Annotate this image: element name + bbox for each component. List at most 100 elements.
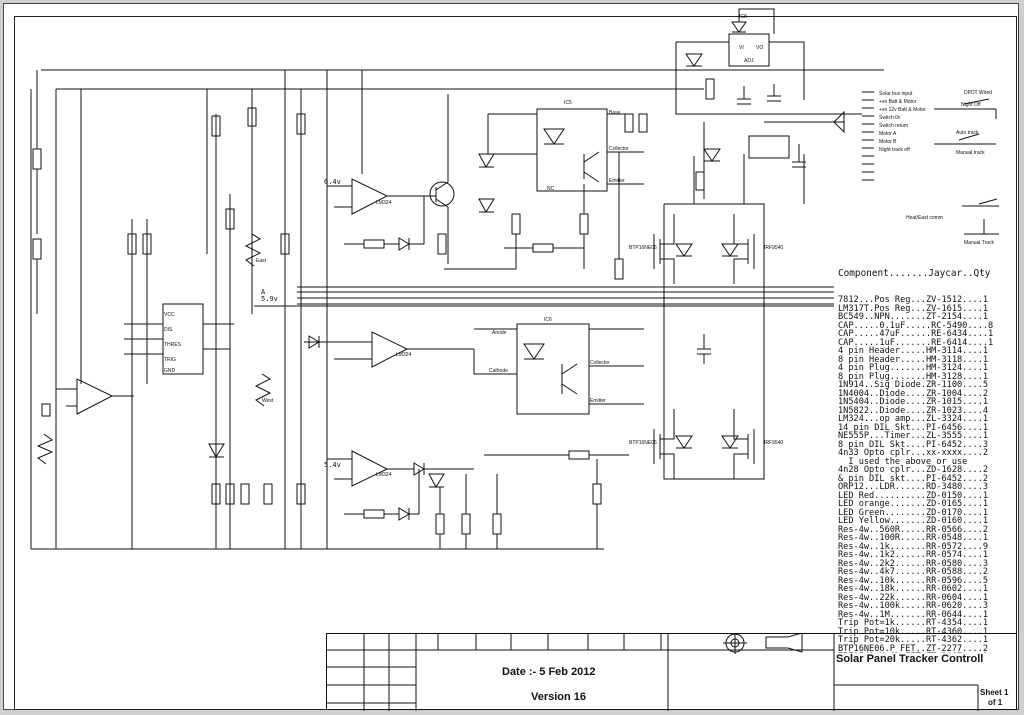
- conn-label-4: Switch return: [879, 123, 908, 129]
- sheet-total: of 1: [988, 698, 1003, 707]
- net-label-5v9: 5.9v: [261, 295, 278, 303]
- conn-label-7: Night track off: [879, 147, 910, 153]
- timer-pin-trig: TRIG: [164, 357, 176, 363]
- pin-label-cathode: Cathode: [489, 368, 508, 374]
- conn-label-6: Motor B: [879, 139, 897, 145]
- pin-label-anode: Anode: [492, 330, 507, 336]
- bom-row: Trip Pot=10k.....RT-4360....1: [838, 626, 989, 637]
- bom-row: Trip Pot=1k......RT-4354....1: [838, 618, 989, 628]
- bom-row: Res-4w..4k7......RR-0588....2: [838, 567, 989, 577]
- bom-row: Res-4w..2k2......RR-0580....3: [838, 558, 989, 569]
- ic-label-opto2: IC6: [544, 317, 552, 323]
- net-label-5v4: 5.4v: [324, 461, 341, 469]
- bom-row: 1N5404..Diode....ZR-1015....1: [838, 397, 989, 407]
- sw-label-manual-track: Manual Track: [964, 240, 995, 246]
- reg-pin-adj: ADJ: [744, 58, 754, 64]
- sw-label-night-off: Night Off: [961, 102, 981, 108]
- fet-label-3: IRF9540: [764, 245, 783, 251]
- ldr-label-west: West: [262, 398, 274, 404]
- bom-row: ORP12...LDR......RD-3480....3: [838, 482, 989, 492]
- bom-row: LM324...op amp...ZL-3324....1: [838, 414, 989, 424]
- bom-row: Trip Pot=20k.....RT-4362....1: [838, 635, 989, 645]
- conn-label-2: +ve 12v Batt & Motor: [879, 107, 926, 113]
- bom-row: Res-4w..100R.....RR-0548....1: [838, 533, 989, 543]
- bom-row: Res-4w..100k.....RR-0620....3: [838, 601, 989, 611]
- timer-pin-vcc: VCC: [164, 312, 175, 318]
- bom-row: NE555P...Timer...ZL-3555....1: [838, 431, 989, 441]
- drawing-title: Solar Panel Tracker Controll: [836, 653, 984, 665]
- drawing-sheet: 6.4v 5.9v 5.4v A IC5 IC6 IC8 LM324 LM324…: [3, 3, 1019, 711]
- net-label-6v4: 6.4v: [324, 178, 341, 186]
- bom-row: Res-4w..1M.......RR-0644....1: [838, 609, 989, 620]
- fet-label-4: IRF9540: [764, 440, 783, 446]
- bom-row: 4 pin Plug.......HM-3124....1: [838, 363, 989, 373]
- opamp-label-1: LM324: [376, 200, 392, 206]
- opamp-label-2: LM324: [396, 352, 412, 358]
- bom-row: CAP.....1uF.......RE-6414....1: [838, 337, 994, 348]
- sw-label-dpdt: DPDT Wired: [964, 90, 992, 96]
- sw-label-heat-east: Heat/East comm: [906, 215, 943, 221]
- bom-row: CAP.....0.1uF.....RC-5490....8: [838, 320, 994, 331]
- title-block-grid: [326, 633, 1017, 711]
- reg-pin-vo: VO: [756, 45, 763, 51]
- ic-label-opto1: IC5: [564, 100, 572, 106]
- bom-row: 4 pin Header.....HM-3114....1: [838, 346, 989, 356]
- bom-row: LED orange.......ZD-0165....1: [838, 499, 989, 509]
- fet-label-1: BTP16NE06: [629, 245, 657, 251]
- bom-row: Res-4w..1k.......RR-0572....9: [838, 541, 989, 552]
- bom-row: 4n28 Opto cplr...ZD-1628....2: [838, 465, 989, 475]
- bom-row: 8 pin Header.....HM-3118....1: [838, 354, 989, 365]
- bom-row: 8 pin Plug.......HM-3128....1: [838, 371, 989, 382]
- opamp-label-3: LM324: [376, 472, 392, 478]
- bom-row: Res-4w..22k......RR-0604....1: [838, 592, 989, 603]
- bom-row: I used the above or use: [838, 456, 968, 467]
- pin-label-emitter-2: Emitter: [590, 398, 606, 404]
- conn-label-3: Switch 0v: [879, 115, 901, 121]
- sw-label-auto: Auto track: [956, 130, 979, 136]
- bill-of-materials: Component.......Jaycar..Qty 7812...Pos R…: [838, 251, 1018, 653]
- conn-label-5: Motor A: [879, 131, 897, 137]
- conn-label-1: +ve Batt & Motor: [879, 99, 917, 105]
- net-label-a: A: [261, 288, 266, 296]
- bom-row: BTP16NE06.P FET..ZT-2277....2: [838, 643, 989, 653]
- bom-row: CAP.....47uF......RE-6434....1: [838, 329, 994, 339]
- bom-row: LM317T.Pos Reg...ZV-1615....1: [838, 303, 989, 314]
- title-date: Date :- 5 Feb 2012: [502, 666, 596, 678]
- pin-label-collector-1: Collector: [609, 146, 629, 152]
- pin-label-collector-2: Collector: [590, 360, 610, 366]
- pin-label-emitter-1: Emitter: [609, 178, 625, 184]
- bom-header: Component.......Jaycar..Qty: [838, 268, 991, 279]
- reg-pin-vi: VI: [739, 45, 744, 51]
- sw-label-manual: Manual track: [956, 150, 985, 156]
- ic-label-reg: IC8: [739, 14, 747, 20]
- pin-label-nc: NC: [547, 186, 555, 192]
- title-block: Date :- 5 Feb 2012 Version 16 Solar Pane…: [326, 633, 1018, 711]
- timer-pin-gnd: GND: [164, 368, 176, 374]
- bom-row: Res-4w..560R.....RR-0566....2: [838, 524, 989, 535]
- bom-row: 4n33 Opto cplr...xx-xxxx....2: [838, 448, 989, 458]
- bom-row: Res-4w..10k......RR-0596....5: [838, 575, 989, 586]
- bom-row: BC549..NPN.......ZT-2154....1: [838, 312, 989, 322]
- bom-row: Res-4w..1k2......RR-0574....1: [838, 550, 989, 560]
- ldr-label-east: East: [256, 258, 267, 264]
- bom-row: 8 pin DIL Skt....PI-6452....3: [838, 439, 989, 450]
- sheet-number: Sheet 1: [980, 688, 1009, 697]
- fet-label-2: BTP16NE06: [629, 440, 657, 446]
- title-version: Version 16: [531, 691, 587, 703]
- timer-pin-thres: THRES: [164, 342, 182, 348]
- bom-row: 1N914..Sig Diode.ZR-1100....5: [838, 380, 989, 390]
- timer-pin-dis: DIS: [164, 327, 173, 333]
- bom-row: & pin DIL skt....PI-6452....2: [838, 473, 989, 484]
- bom-row: LED Green........ZD-0170....1: [838, 507, 989, 518]
- bom-row: Res-4w..18k......RR-0602....1: [838, 584, 989, 594]
- bom-row: 1N4004..Diode....ZR-1004....2: [838, 388, 989, 399]
- bom-row: LED Red..........ZD-0150....1: [838, 490, 989, 501]
- pin-label-base: Base: [609, 110, 621, 116]
- bom-row: 14 pin DIL Skt...PI-6456....1: [838, 422, 989, 433]
- bom-row: 1N5822..Diode....ZR-1023....4: [838, 405, 989, 416]
- bom-row: LED Yellow.......ZD-0160....1: [838, 516, 989, 526]
- conn-label-0: Solar bus input: [879, 91, 913, 97]
- circuit-schematic: 6.4v 5.9v 5.4v A IC5 IC6 IC8 LM324 LM324…: [30, 8, 999, 550]
- bom-row: 7812...Pos Reg...ZV-1512....1: [838, 295, 989, 305]
